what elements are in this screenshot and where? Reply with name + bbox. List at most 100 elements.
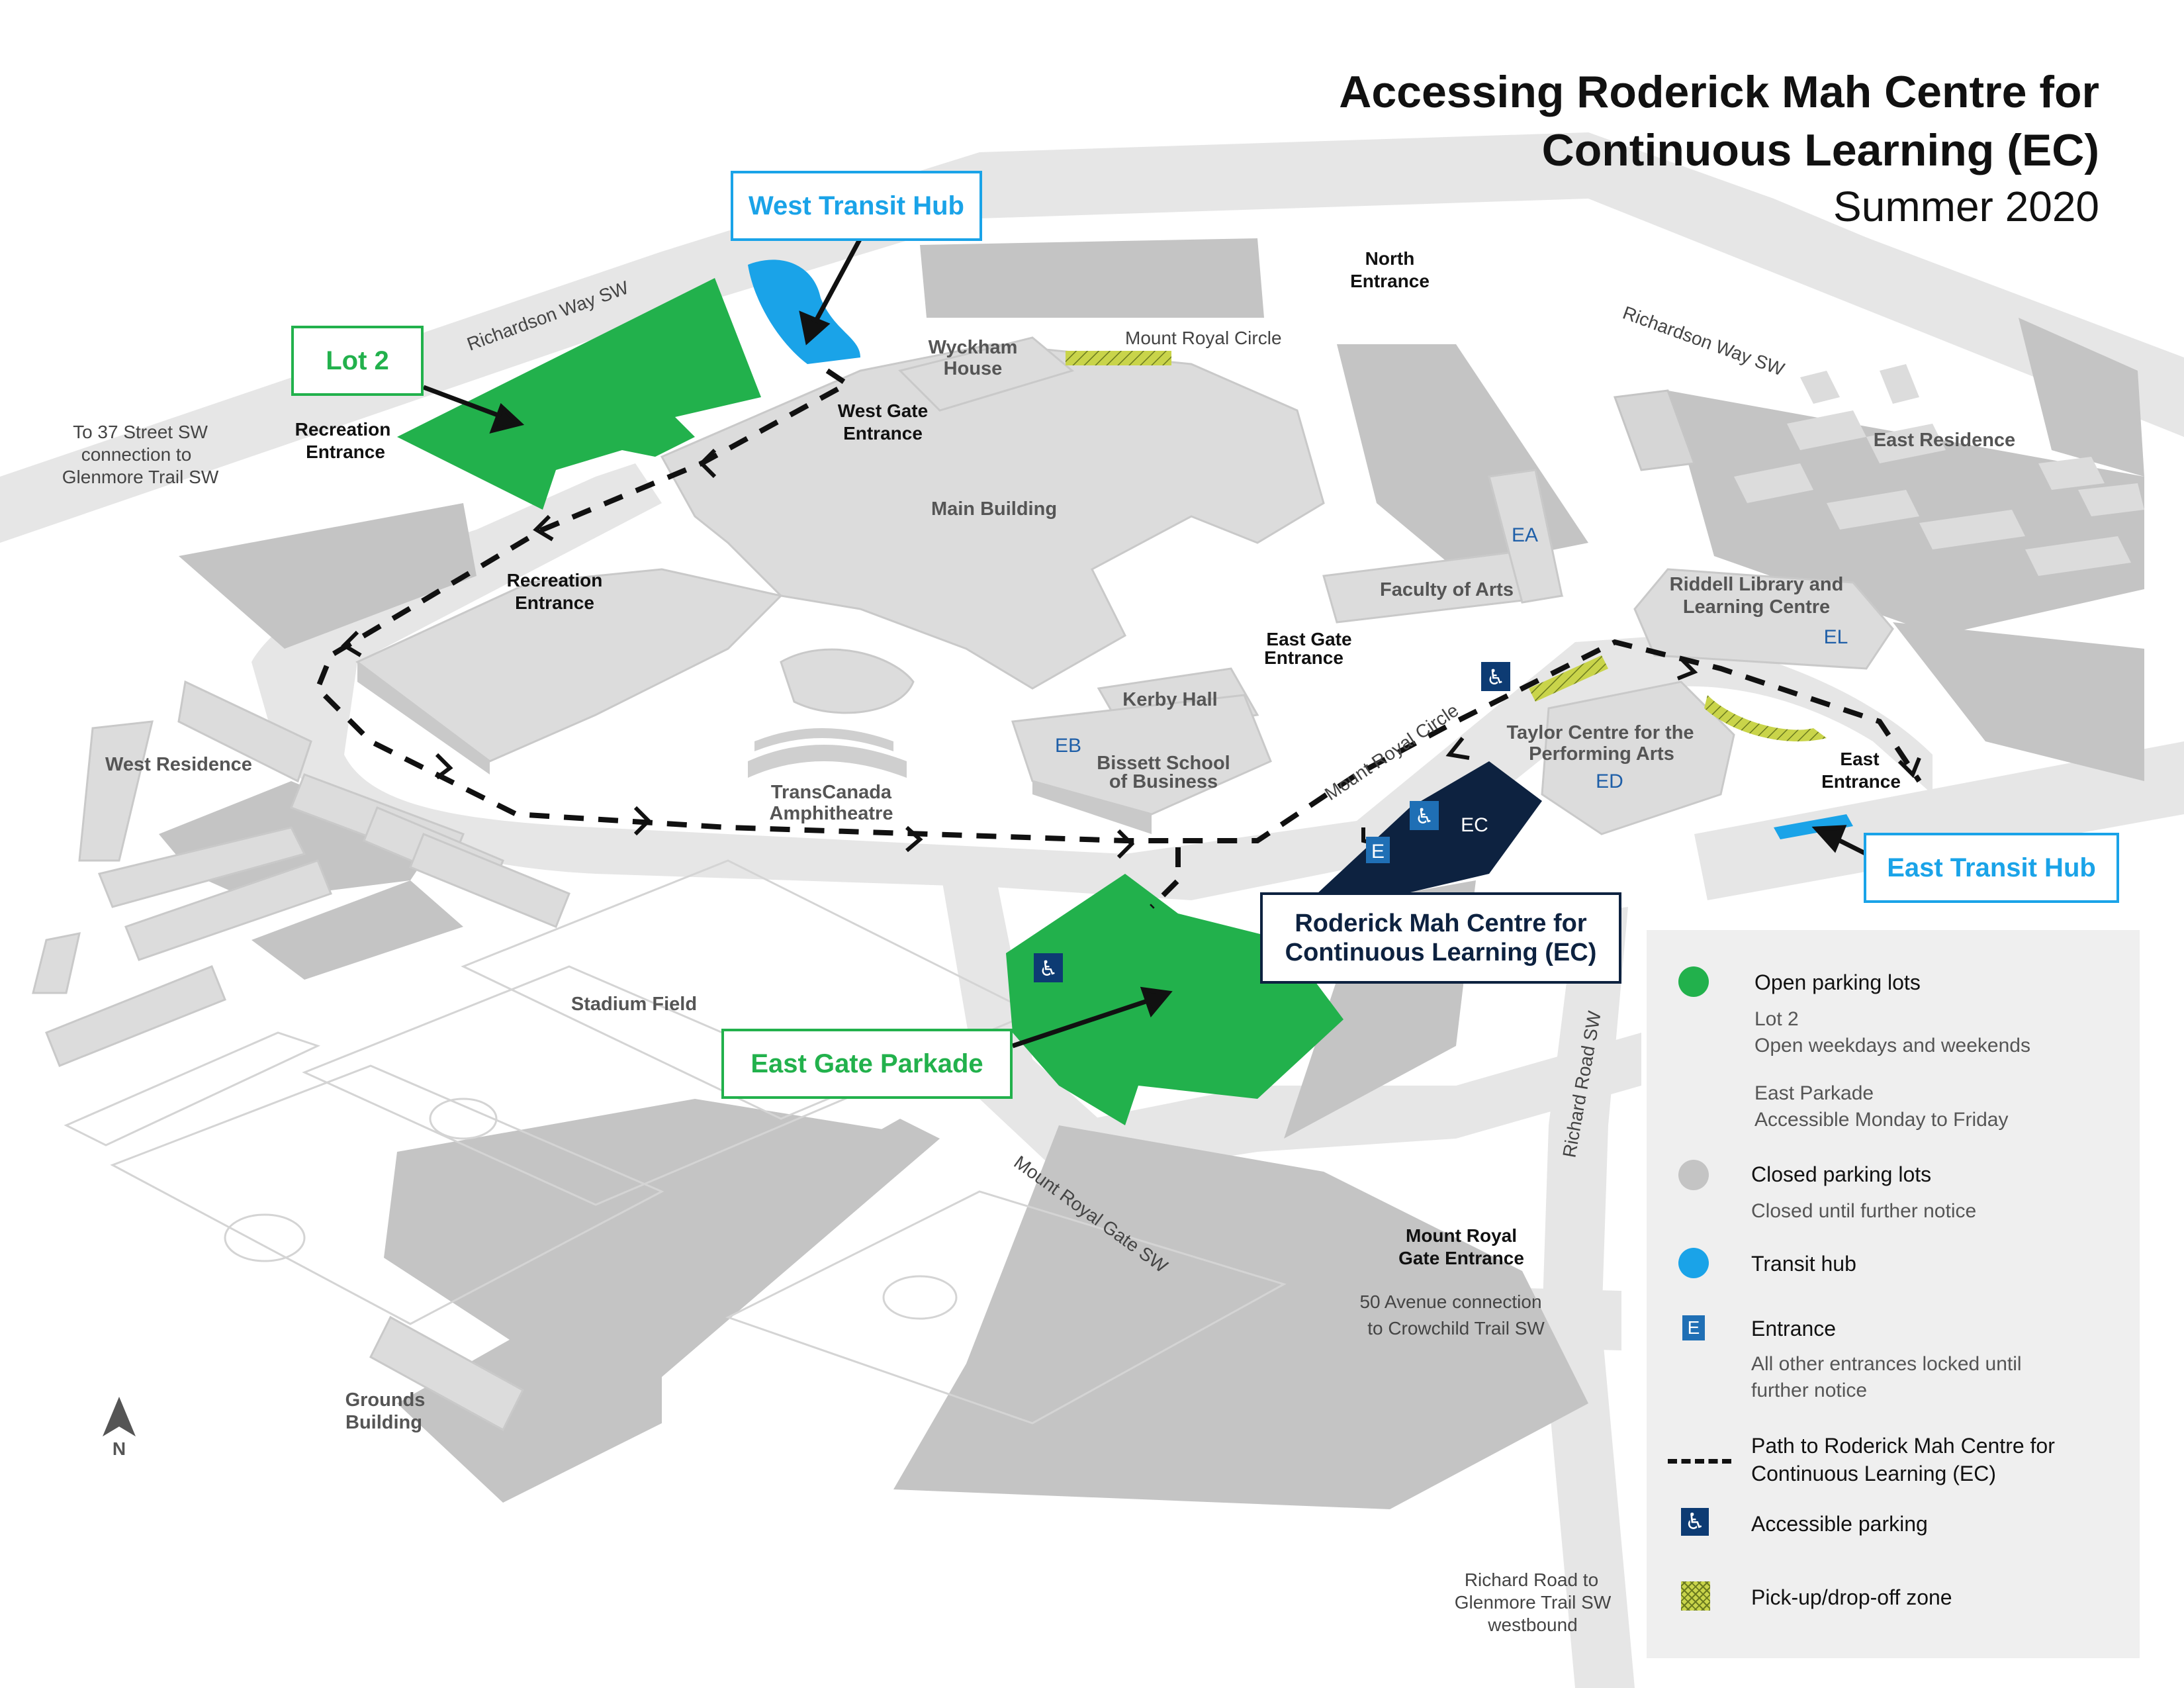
ec-callout-line2: Continuous Learning (EC) bbox=[1285, 939, 1597, 966]
note-richard-road: Richard Road to bbox=[1465, 1570, 1598, 1590]
label-west-residence: West Residence bbox=[105, 754, 252, 775]
label-north-entrance: North bbox=[1365, 248, 1415, 269]
ec-building[interactable] bbox=[1317, 761, 1542, 900]
entrance-marker-text: E bbox=[1371, 841, 1385, 863]
label-bissett-school: of Business bbox=[1109, 771, 1218, 792]
accessible-icon: ♿ bbox=[1481, 662, 1510, 691]
label-west-gate-entrance: West Gate bbox=[838, 400, 928, 421]
label-bissett-school: Bissett School bbox=[1097, 753, 1230, 774]
legend-path-title: Path to Roderick Mah Centre for bbox=[1751, 1434, 2055, 1458]
note-50-avenue: to Crowchild Trail SW bbox=[1367, 1318, 1545, 1338]
note-richard-road: westbound bbox=[1487, 1615, 1577, 1635]
path-arrows bbox=[341, 448, 1921, 859]
pickup-swatch bbox=[1681, 1581, 1710, 1611]
ec-callout[interactable]: Roderick Mah Centre for Continuous Learn… bbox=[1260, 892, 1621, 984]
label-amphitheatre: TransCanada bbox=[771, 782, 892, 803]
lot2-callout[interactable]: Lot 2 bbox=[291, 326, 424, 396]
label-recreation-entrance: Entrance bbox=[306, 442, 385, 462]
label-recreation-entrance: Entrance bbox=[515, 592, 594, 613]
legend-entrance-desc: further notice bbox=[1751, 1380, 1868, 1401]
label-taylor-centre: Performing Arts bbox=[1529, 743, 1674, 765]
label-north-entrance: Entrance bbox=[1350, 271, 1430, 291]
note-richard-road: Glenmore Trail SW bbox=[1455, 1592, 1612, 1613]
label-recreation-entrance: Recreation bbox=[507, 570, 603, 590]
label-east-entrance: Entrance bbox=[1821, 771, 1901, 792]
walking-path bbox=[314, 368, 1922, 909]
legend-accessible-title: Accessible parking bbox=[1751, 1512, 1928, 1536]
legend-pickup-title: Pick-up/drop-off zone bbox=[1751, 1585, 1952, 1609]
entrance-icon: E bbox=[1366, 837, 1390, 863]
title-line-1: Accessing Roderick Mah Centre for bbox=[1339, 67, 2099, 117]
compass-north-arrow: N bbox=[103, 1397, 136, 1459]
label-wyckham-house: Wyckham bbox=[929, 337, 1018, 358]
accessible-icon: ♿ bbox=[1681, 1508, 1709, 1536]
label-kerby-hall: Kerby Hall bbox=[1122, 689, 1217, 710]
label-east-gate-entrance: Entrance bbox=[1264, 647, 1343, 668]
transit-hub-swatch bbox=[1678, 1248, 1709, 1278]
legend-closed-title: Closed parking lots bbox=[1751, 1162, 1932, 1186]
legend-entrance-title: Entrance bbox=[1751, 1317, 1837, 1340]
map-title: Accessing Roderick Mah Centre for Contin… bbox=[974, 63, 2099, 231]
label-faculty-of-arts: Faculty of Arts bbox=[1380, 579, 1514, 600]
lot2-parking[interactable] bbox=[397, 278, 761, 510]
label-wyckham-house: House bbox=[944, 358, 1003, 379]
accessible-icon: ♿ bbox=[1410, 801, 1439, 830]
label-east-entrance: East bbox=[1840, 749, 1879, 769]
label-stadium-field: Stadium Field bbox=[571, 994, 697, 1015]
label-west-gate-entrance: Entrance bbox=[843, 423, 923, 444]
legend-open-desc: East Parkade bbox=[1754, 1082, 1874, 1104]
ec-callout-line1: Roderick Mah Centre for bbox=[1295, 910, 1587, 937]
legend-open-desc: Open weekdays and weekends bbox=[1754, 1035, 2030, 1056]
label-el: EL bbox=[1824, 626, 1848, 648]
note-to-37-street: connection to bbox=[81, 444, 192, 465]
closed-parking-swatch bbox=[1678, 1160, 1709, 1190]
legend-entrance-desc: All other entrances locked until bbox=[1751, 1353, 2022, 1375]
label-east-residence: East Residence bbox=[1874, 430, 2015, 451]
compass-label: N bbox=[113, 1438, 126, 1459]
label-taylor-centre: Taylor Centre for the bbox=[1506, 722, 1694, 743]
east-transit-hub-callout[interactable]: East Transit Hub bbox=[1864, 833, 2119, 903]
west-transit-hub-callout[interactable]: West Transit Hub bbox=[731, 171, 982, 241]
legend-open-desc: Lot 2 bbox=[1754, 1008, 1799, 1030]
legend-path-title: Continuous Learning (EC) bbox=[1751, 1462, 1996, 1485]
east-gate-parkade-callout[interactable]: East Gate Parkade bbox=[721, 1029, 1013, 1099]
label-riddell-library: Learning Centre bbox=[1683, 596, 1830, 618]
label-recreation-entrance: Recreation bbox=[295, 419, 391, 440]
label-mount-royal-gate-entrance: Mount Royal bbox=[1406, 1225, 1517, 1246]
road-label: Mount Royal Circle bbox=[1125, 328, 1282, 348]
west-transit-hub[interactable] bbox=[748, 259, 860, 364]
label-east-gate-entrance: East Gate bbox=[1266, 629, 1351, 649]
label-ec: EC bbox=[1461, 814, 1488, 836]
label-riddell-library: Riddell Library and bbox=[1670, 574, 1844, 595]
legend-transit-title: Transit hub bbox=[1751, 1252, 1856, 1276]
legend-closed-desc: Closed until further notice bbox=[1751, 1200, 1977, 1222]
road-label: Richardson Way SW bbox=[1620, 303, 1788, 380]
entrance-icon: E bbox=[1682, 1315, 1705, 1340]
pickup-zones bbox=[1066, 351, 1827, 741]
svg-text:♿: ♿ bbox=[1486, 665, 1506, 689]
path-dash-swatch bbox=[1668, 1459, 1731, 1464]
label-grounds-building: Grounds bbox=[345, 1389, 426, 1411]
map-legend: Open parking lots Lot 2 Open weekdays an… bbox=[1647, 930, 2140, 1658]
title-subtitle: Summer 2020 bbox=[1833, 183, 2099, 230]
label-mount-royal-gate-entrance: Gate Entrance bbox=[1398, 1248, 1524, 1268]
note-to-37-street: To 37 Street SW bbox=[73, 422, 208, 442]
callout-arrows bbox=[422, 237, 1868, 1049]
label-ea: EA bbox=[1512, 524, 1538, 546]
title-line-2: Continuous Learning (EC) bbox=[1541, 125, 2099, 175]
label-main-building: Main Building bbox=[931, 498, 1057, 520]
legend-open-desc: Accessible Monday to Friday bbox=[1754, 1109, 2009, 1131]
note-50-avenue: 50 Avenue connection bbox=[1359, 1291, 1541, 1312]
legend-open-title: Open parking lots bbox=[1754, 970, 1921, 994]
svg-text:♿: ♿ bbox=[1039, 957, 1058, 980]
label-ed: ED bbox=[1596, 771, 1623, 792]
open-parking-swatch bbox=[1678, 966, 1709, 997]
label-amphitheatre: Amphitheatre bbox=[770, 803, 893, 824]
note-to-37-street: Glenmore Trail SW bbox=[62, 467, 219, 487]
svg-text:♿: ♿ bbox=[1415, 804, 1434, 828]
east-gate-parkade[interactable] bbox=[1006, 874, 1343, 1125]
accessible-icon: ♿ bbox=[1034, 953, 1063, 982]
label-eb: EB bbox=[1055, 735, 1081, 757]
label-grounds-building: Building bbox=[345, 1412, 422, 1433]
